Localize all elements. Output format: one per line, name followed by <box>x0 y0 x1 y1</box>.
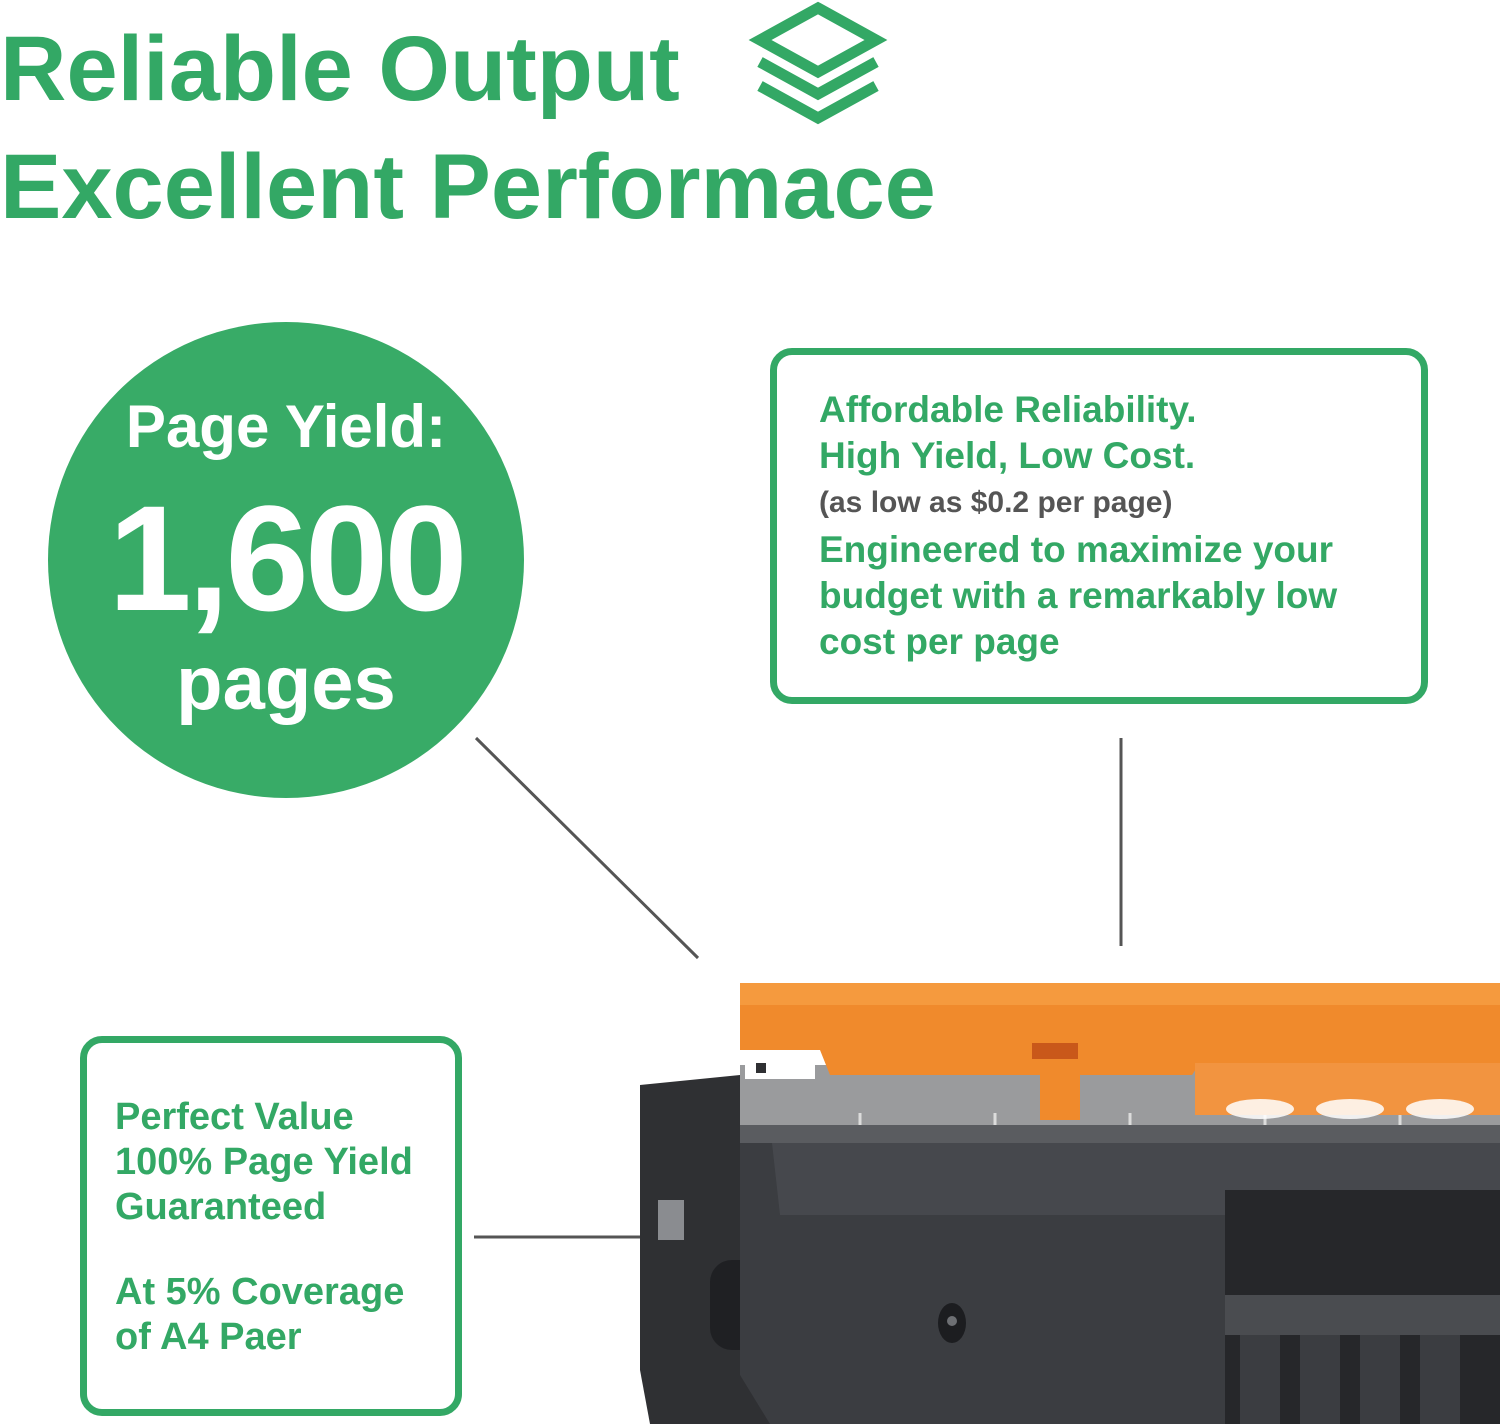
headline: Reliable Output Excellent Performace <box>0 10 936 246</box>
affordability-box: Affordable Reliability. High Yield, Low … <box>770 348 1428 704</box>
yield-label: Page Yield: <box>125 393 447 460</box>
box-bottom-line-1: Perfect Value <box>115 1096 354 1138</box>
connector-badge <box>474 736 700 960</box>
layers-stack-icon <box>748 1 888 125</box>
headline-line-1: Reliable Output <box>0 18 680 120</box>
page-yield-badge: Page Yield: 1,600 pages <box>48 322 524 798</box>
yield-unit: pages <box>176 641 396 726</box>
box-bottom-line-5: of A4 Paer <box>115 1316 302 1358</box>
box-top-note: (as low as $0.2 per page) <box>819 486 1173 519</box>
value-guarantee-box: Perfect Value 100% Page Yield Guaranteed… <box>80 1036 462 1416</box>
box-bottom-line-3: Guaranteed <box>115 1186 327 1228</box>
box-top-line-5: cost per page <box>819 621 1060 662</box>
box-bottom-line-4: At 5% Coverage <box>115 1271 405 1313</box>
box-top-line-3: Engineered to maximize your <box>819 529 1334 570</box>
box-bottom-line-2: 100% Page Yield <box>115 1141 413 1183</box>
box-top-line-4: budget with a remarkably low <box>819 575 1338 616</box>
headline-line-2: Excellent Performace <box>0 136 936 238</box>
box-top-line-2: High Yield, Low Cost. <box>819 435 1196 476</box>
toner-cartridge-image <box>640 983 1500 1424</box>
yield-number: 1,600 <box>108 474 467 642</box>
box-top-line-1: Affordable Reliability. <box>819 389 1197 430</box>
